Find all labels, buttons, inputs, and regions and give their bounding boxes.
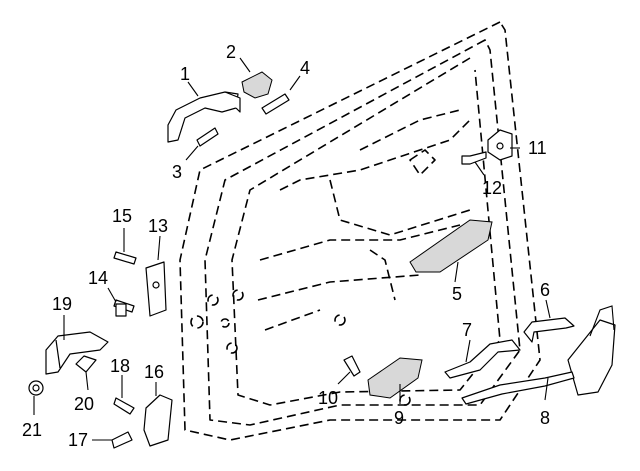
door-check	[45, 331, 109, 375]
handle-pad-rear	[261, 93, 290, 115]
bolt-18	[113, 397, 135, 415]
lower-hinge	[143, 394, 173, 447]
bolt-20	[75, 355, 97, 373]
trim-piece	[444, 339, 521, 379]
upper-hinge	[145, 261, 167, 317]
callout-20: 20	[74, 394, 94, 414]
callout-4: 4	[300, 58, 310, 78]
callout-7: 7	[462, 320, 472, 340]
callout-9: 9	[394, 408, 404, 428]
rod-bracket	[523, 317, 575, 343]
callout-12: 12	[482, 178, 502, 198]
bolt-17	[111, 431, 133, 449]
callout-1: 1	[180, 64, 190, 84]
leader-lines	[33, 57, 551, 441]
callout-8: 8	[540, 408, 550, 428]
callout-16: 16	[144, 362, 164, 382]
bolt-14	[113, 299, 135, 317]
callout-labels: 1 2 3 4 5 6 7 8 9 10 11 12 13 14 15 16 1…	[22, 42, 550, 450]
striker-bracket	[487, 129, 513, 161]
door-latch-assembly	[461, 305, 616, 405]
callout-15: 15	[112, 206, 132, 226]
callout-10: 10	[318, 388, 338, 408]
callout-19: 19	[52, 294, 72, 314]
screw-10	[343, 355, 361, 377]
callout-18: 18	[110, 356, 130, 376]
handle-pad-front	[196, 127, 219, 147]
callout-17: 17	[68, 430, 88, 450]
callout-3: 3	[172, 162, 182, 182]
callout-13: 13	[148, 216, 168, 236]
handle-cap	[241, 71, 273, 99]
outside-handle	[167, 91, 241, 143]
bolt-15	[113, 251, 137, 265]
lock-actuator	[367, 357, 423, 399]
callout-21: 21	[22, 420, 42, 440]
nut-21	[28, 380, 44, 396]
screw-12	[461, 151, 487, 165]
callout-11: 11	[528, 138, 547, 158]
callout-5: 5	[452, 284, 462, 304]
callout-2: 2	[226, 42, 236, 62]
inside-handle	[409, 219, 493, 273]
callout-14: 14	[88, 268, 108, 288]
callout-6: 6	[540, 280, 550, 300]
door-shell	[179, 21, 541, 441]
